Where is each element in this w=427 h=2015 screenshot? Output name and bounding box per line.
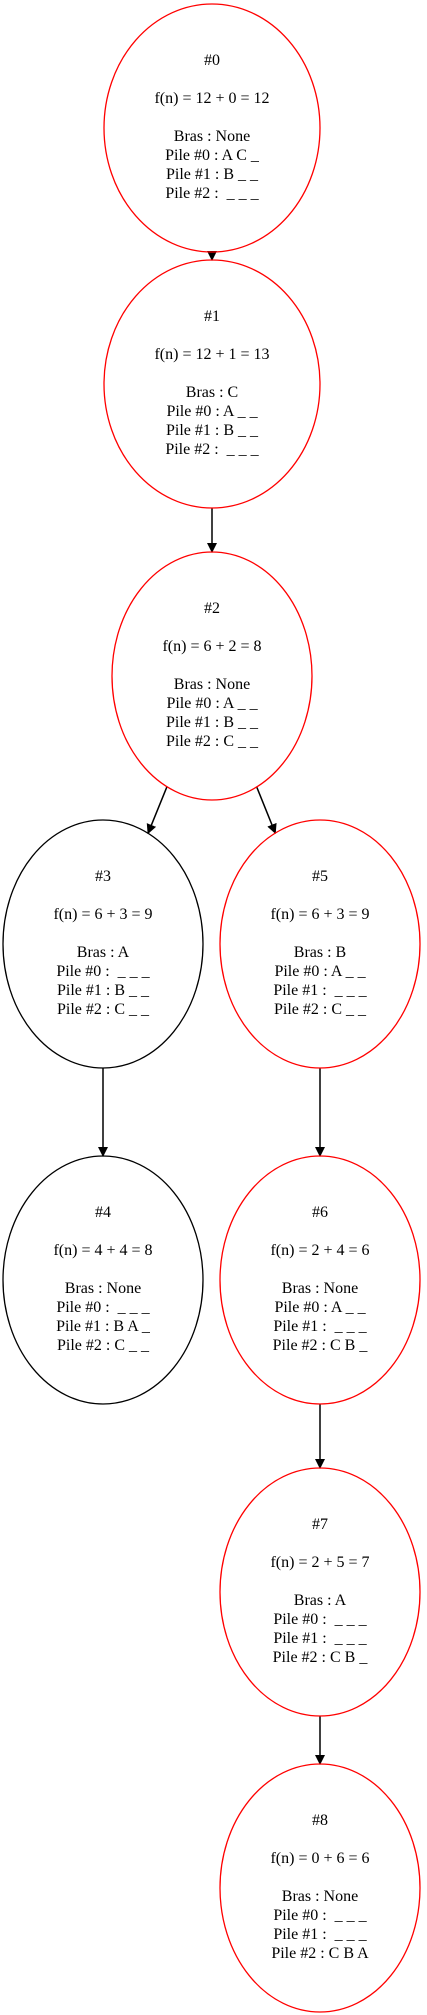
node-text-line: #4 bbox=[95, 1204, 111, 1221]
node-n3: #3 f(n) = 6 + 3 = 9 Bras : A Pile #0 : _ _ … bbox=[2, 819, 204, 1069]
node-text-line: #8 bbox=[312, 1812, 328, 1829]
node-text-line: Pile #0 : _ _ _ bbox=[273, 1611, 367, 1628]
node-ellipse bbox=[2, 1155, 204, 1405]
node-n7: #7 f(n) = 2 + 5 = 7 Bras : A Pile #0 : _ _ … bbox=[219, 1467, 421, 1717]
node-ellipse bbox=[219, 1155, 421, 1405]
node-text-line: f(n) = 6 + 3 = 9 bbox=[270, 906, 369, 923]
node-ellipse bbox=[219, 1763, 421, 2013]
edges-layer bbox=[98, 251, 325, 1765]
node-text-line: Pile #1 : B _ _ bbox=[57, 982, 150, 999]
node-text-line: #0 bbox=[204, 52, 220, 69]
node-text-line: Pile #2 : C B A bbox=[271, 1945, 369, 1962]
node-n5: #5 f(n) = 6 + 3 = 9 Bras : B Pile #0 : A _ … bbox=[219, 819, 421, 1069]
node-text-line: Pile #2 : C _ _ bbox=[166, 733, 259, 750]
node-text-line: f(n) = 4 + 4 = 8 bbox=[53, 1242, 152, 1259]
node-text-line: f(n) = 6 + 3 = 9 bbox=[53, 906, 152, 923]
node-text-line: Pile #1 : _ _ _ bbox=[273, 982, 367, 999]
node-ellipse bbox=[111, 551, 313, 801]
node-text-line: f(n) = 0 + 6 = 6 bbox=[270, 1850, 369, 1867]
node-text-line: Pile #2 : _ _ _ bbox=[165, 441, 259, 458]
node-text-line: Pile #1 : _ _ _ bbox=[273, 1630, 367, 1647]
node-text-line: Pile #0 : _ _ _ bbox=[56, 963, 150, 980]
node-text-line: Pile #2 : C B _ bbox=[273, 1649, 369, 1666]
node-ellipse bbox=[103, 259, 321, 509]
node-text-line: Pile #0 : A C _ bbox=[165, 147, 260, 164]
node-text-line: Pile #1 : B _ _ bbox=[166, 422, 259, 439]
node-text-line: f(n) = 12 + 1 = 13 bbox=[154, 346, 269, 363]
node-text-line: Pile #0 : _ _ _ bbox=[56, 1299, 150, 1316]
node-text-line: #6 bbox=[312, 1204, 328, 1221]
node-text-line: #5 bbox=[312, 868, 328, 885]
node-text-line: Pile #2 : C _ _ bbox=[57, 1001, 150, 1018]
node-text-line: Pile #2 : C _ _ bbox=[274, 1001, 367, 1018]
node-text-line: Pile #0 : A _ _ bbox=[166, 403, 258, 420]
node-text-line: Bras : None bbox=[282, 1888, 358, 1905]
node-text-line: f(n) = 2 + 4 = 6 bbox=[270, 1242, 369, 1259]
node-n1: #1 f(n) = 12 + 1 = 13 Bras : C Pile #0 : A … bbox=[103, 259, 321, 509]
node-text-line: Bras : C bbox=[186, 384, 238, 401]
edge-arrow-n2-n3 bbox=[146, 786, 168, 835]
node-text-line: Bras : None bbox=[174, 676, 250, 693]
node-text-line: Pile #0 : A _ _ bbox=[274, 963, 366, 980]
node-text-line: Bras : A bbox=[77, 944, 130, 961]
node-text-line: Pile #2 : C _ _ bbox=[57, 1337, 150, 1354]
node-text-line: Pile #2 : C B _ bbox=[273, 1337, 369, 1354]
node-text-line: #1 bbox=[204, 308, 220, 325]
node-text-line: Pile #1 : B _ _ bbox=[166, 714, 259, 731]
node-text-line: Bras : None bbox=[65, 1280, 141, 1297]
edge-arrow-n2-n5 bbox=[256, 786, 277, 835]
node-text-line: f(n) = 12 + 0 = 12 bbox=[154, 90, 269, 107]
node-text-line: Bras : A bbox=[294, 1592, 347, 1609]
node-ellipse bbox=[219, 1467, 421, 1717]
node-ellipse bbox=[219, 819, 421, 1069]
node-text-line: f(n) = 2 + 5 = 7 bbox=[270, 1554, 369, 1571]
node-text-line: Pile #2 : _ _ _ bbox=[165, 185, 259, 202]
node-text-line: Pile #1 : B _ _ bbox=[166, 166, 259, 183]
node-text-line: Bras : None bbox=[174, 128, 250, 145]
node-text-line: Pile #1 : B A _ bbox=[56, 1318, 151, 1335]
node-ellipse bbox=[2, 819, 204, 1069]
node-text-line: #3 bbox=[95, 868, 111, 885]
node-ellipse bbox=[103, 3, 321, 253]
node-text-line: Pile #0 : A _ _ bbox=[166, 695, 258, 712]
node-text-line: #7 bbox=[312, 1516, 328, 1533]
node-text-line: Pile #1 : _ _ _ bbox=[273, 1318, 367, 1335]
node-text-line: #2 bbox=[204, 600, 220, 617]
node-text-line: Bras : None bbox=[282, 1280, 358, 1297]
node-text-line: Pile #0 : A _ _ bbox=[274, 1299, 366, 1316]
node-text-line: Bras : B bbox=[294, 944, 346, 961]
node-text-line: f(n) = 6 + 2 = 8 bbox=[162, 638, 261, 655]
node-text-line: Pile #0 : _ _ _ bbox=[273, 1907, 367, 1924]
node-text-line: Pile #1 : _ _ _ bbox=[273, 1926, 367, 1943]
